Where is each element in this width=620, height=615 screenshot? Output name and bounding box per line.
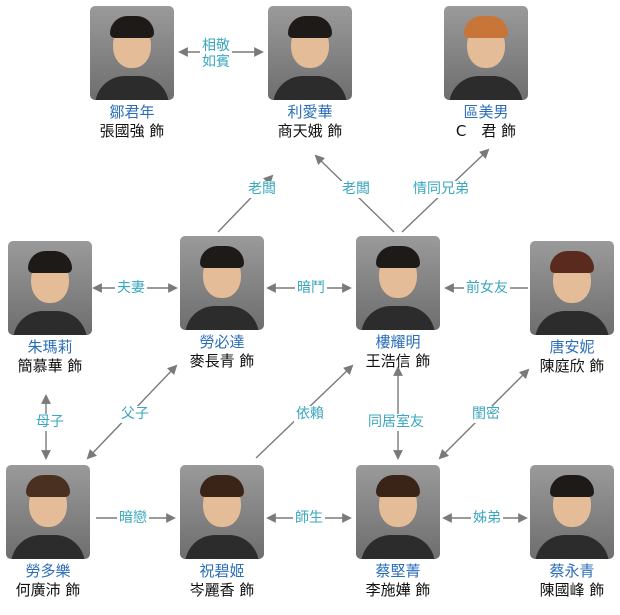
character-name: 勞多樂 xyxy=(25,562,71,580)
relation-label-fuzi: 父子 xyxy=(119,406,151,423)
character-zheng: 鄒君年 張國強 飾 xyxy=(68,6,196,141)
character-name: 勞必達 xyxy=(199,333,245,351)
actor-name: 簡慕華 飾 xyxy=(17,357,83,375)
relation-label-shisheng: 師生 xyxy=(293,510,325,527)
relation-label-qiannvyou: 前女友 xyxy=(464,280,510,297)
actor-name: 王浩信 飾 xyxy=(365,352,431,370)
woman-photo xyxy=(356,465,440,559)
character-liai: 利愛華 商天娥 飾 xyxy=(246,6,374,141)
character-name: 唐安妮 xyxy=(549,338,595,356)
man-photo xyxy=(530,465,614,559)
actor-name: C 君 飾 xyxy=(455,122,517,140)
man-glasses-suit-photo xyxy=(90,6,174,100)
character-name: 利愛華 xyxy=(287,103,333,121)
relation-label-yilai: 依賴 xyxy=(294,406,326,423)
actor-name: 陳庭欣 飾 xyxy=(539,357,605,375)
actor-name: 張國強 飾 xyxy=(99,122,165,140)
relation-label-guimi: 閨密 xyxy=(470,406,502,423)
man-hat-glasses-photo xyxy=(444,6,528,100)
man-glasses-photo xyxy=(180,236,264,330)
character-name: 區美男 xyxy=(463,103,509,121)
character-name: 朱瑪莉 xyxy=(27,338,73,356)
character-name: 蔡堅菁 xyxy=(375,562,421,580)
relation-label-xiangjing: 相敬 如賓 xyxy=(200,38,232,70)
character-name: 蔡永青 xyxy=(549,562,595,580)
actor-name: 李施嬅 飾 xyxy=(365,581,431,599)
character-name: 樓耀明 xyxy=(375,333,421,351)
woman-long-hair-photo xyxy=(8,241,92,335)
actor-name: 岑麗香 飾 xyxy=(189,581,255,599)
relation-label-qingtong: 情同兄弟 xyxy=(411,181,471,198)
character-laoduo: 勞多樂 何廣沛 飾 xyxy=(0,465,112,600)
relation-label-zidi: 姊弟 xyxy=(471,510,503,527)
character-zhubi: 祝碧姬 岑麗香 飾 xyxy=(158,465,286,600)
young-man-photo xyxy=(6,465,90,559)
actor-name: 麥長青 飾 xyxy=(189,352,255,370)
character-ou: 區美男 C 君 飾 xyxy=(422,6,550,141)
man-glasses-photo xyxy=(356,236,440,330)
woman-photo xyxy=(180,465,264,559)
actor-name: 陳國峰 飾 xyxy=(539,581,605,599)
character-name: 鄒君年 xyxy=(109,103,155,121)
relation-label-andou: 暗鬥 xyxy=(295,280,327,297)
relation-label-anlian: 暗戀 xyxy=(117,510,149,527)
relation-label-laoban-lao: 老闆 xyxy=(246,181,278,198)
character-cai: 蔡堅菁 李施嬅 飾 xyxy=(334,465,462,600)
relation-label-muzi: 母子 xyxy=(34,414,66,431)
woman-photo xyxy=(530,241,614,335)
character-lou: 樓耀明 王浩信 飾 xyxy=(334,236,462,371)
character-name: 祝碧姬 xyxy=(199,562,245,580)
character-zhu: 朱瑪莉 簡慕華 飾 xyxy=(0,241,114,376)
character-tang: 唐安妮 陳庭欣 飾 xyxy=(508,241,620,376)
character-caiyong: 蔡永青 陳國峰 飾 xyxy=(508,465,620,600)
woman-short-hair-photo xyxy=(268,6,352,100)
relation-label-fuqi: 夫妻 xyxy=(115,280,147,297)
character-lao: 勞必達 麥長青 飾 xyxy=(158,236,286,371)
actor-name: 商天娥 飾 xyxy=(277,122,343,140)
relation-label-tongju: 同居室友 xyxy=(366,414,426,431)
relation-label-laoban-lou: 老闆 xyxy=(340,181,372,198)
actor-name: 何廣沛 飾 xyxy=(15,581,81,599)
